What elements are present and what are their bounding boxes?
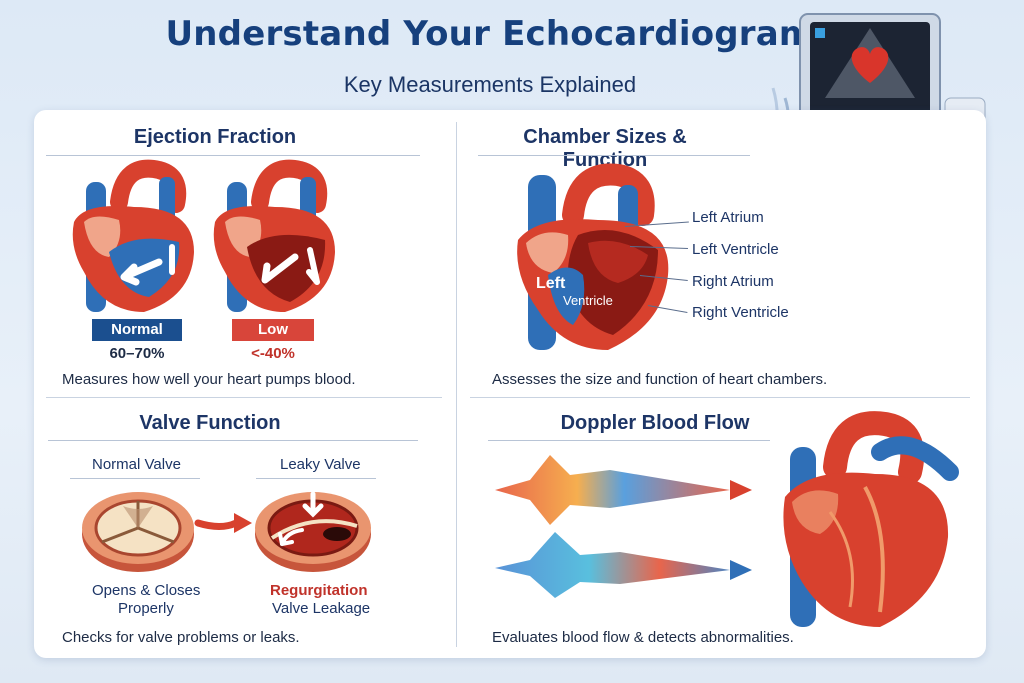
normal-valve-caption-2: Properly bbox=[118, 600, 174, 617]
chambers-title: Chamber Sizes & Function bbox=[523, 126, 687, 171]
doppler-waveforms-icon bbox=[495, 455, 752, 598]
valve-title: Valve Function bbox=[139, 412, 281, 434]
doppler-underline bbox=[488, 440, 770, 441]
chambers-underline bbox=[478, 155, 750, 156]
inner-label-ventricle: Ventricle bbox=[563, 293, 613, 308]
doppler-title: Doppler Blood Flow bbox=[560, 412, 750, 434]
label-right-ventricle: Right Ventricle bbox=[692, 304, 789, 321]
page-subtitle: Key Measurements Explained bbox=[343, 72, 637, 97]
label-left-atrium: Left Atrium bbox=[692, 209, 764, 226]
heart-normal-icon bbox=[72, 159, 194, 312]
label-right-atrium: Right Atrium bbox=[692, 273, 774, 290]
leaky-valve-caption-1: Regurgitation bbox=[270, 582, 368, 599]
horizontal-divider-left bbox=[46, 397, 442, 398]
chambers-caption: Assesses the size and function of heart … bbox=[492, 371, 828, 388]
normal-valve-icon bbox=[82, 492, 194, 572]
ejection-fraction-title: Ejection Fraction bbox=[133, 126, 297, 148]
ejection-caption: Measures how well your heart pumps blood… bbox=[62, 371, 356, 388]
ejection-underline bbox=[46, 155, 420, 156]
normal-badge: Normal bbox=[92, 319, 182, 341]
leaky-valve-caption-2: Valve Leakage bbox=[272, 600, 371, 617]
normal-value: 60–70% bbox=[109, 345, 165, 362]
vertical-divider bbox=[456, 122, 457, 647]
leaky-valve-underline bbox=[256, 478, 376, 479]
heart-chambers-icon bbox=[517, 163, 669, 350]
horizontal-divider-right bbox=[470, 397, 970, 398]
heart-doppler-icon bbox=[783, 411, 959, 627]
page-title: Understand Your Echocardiogram bbox=[165, 14, 815, 54]
leaky-valve-title: Leaky Valve bbox=[280, 456, 361, 473]
inner-label-left: Left bbox=[536, 275, 566, 292]
doppler-caption: Evaluates blood flow & detects abnormali… bbox=[492, 629, 794, 646]
leaky-valve-icon bbox=[255, 491, 371, 572]
normal-valve-underline bbox=[70, 478, 200, 479]
normal-valve-caption-1: Opens & Closes bbox=[92, 582, 201, 599]
flow-arrow-icon bbox=[194, 513, 252, 533]
valve-underline bbox=[48, 440, 418, 441]
label-left-ventricle: Left Ventricle bbox=[692, 241, 779, 258]
low-value: <-40% bbox=[251, 345, 295, 362]
low-badge: Low bbox=[232, 319, 314, 341]
valve-caption: Checks for valve problems or leaks. bbox=[62, 629, 300, 646]
normal-valve-title: Normal Valve bbox=[92, 456, 181, 473]
heart-low-icon bbox=[213, 159, 335, 312]
